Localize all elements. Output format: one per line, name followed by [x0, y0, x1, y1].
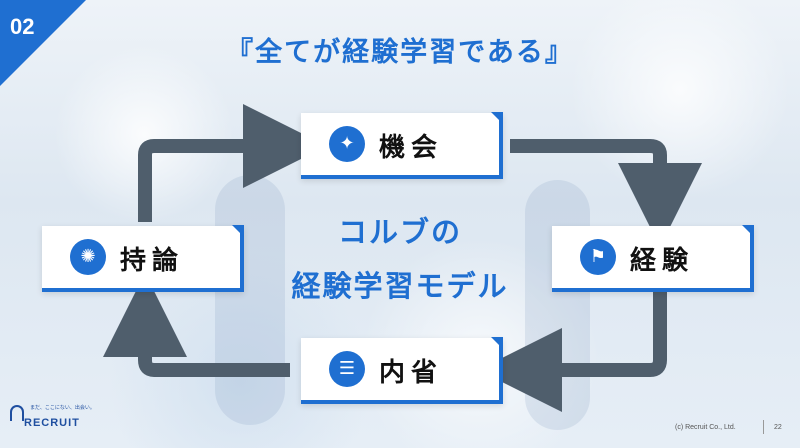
footer-divider	[763, 420, 764, 434]
recruit-logo: RECRUIT	[24, 417, 80, 429]
cycle-card-experience: ⚑ 経験	[552, 225, 754, 292]
arrow-right-to-bottom	[478, 290, 667, 412]
section-number: 02	[10, 14, 35, 39]
model-title-line1: コルブの	[337, 215, 462, 249]
card-label: 経験	[630, 246, 695, 276]
slide-title: 『全てが経験学習である』	[226, 37, 574, 68]
arrow-bottom-to-left	[103, 273, 290, 377]
arrow-left-to-top	[138, 104, 327, 222]
model-title-line2: 経験学習モデル	[291, 269, 509, 303]
head-thinking-icon: ☰	[329, 351, 365, 387]
model-title: コルブの 経験学習モデル	[260, 205, 540, 313]
section-corner-badge	[0, 0, 86, 86]
cycle-card-opportunity: ✦ 機会	[301, 112, 503, 179]
head-lightbulb-icon: ✺	[70, 239, 106, 275]
person-silhouette-left	[215, 175, 285, 425]
arrow-top-to-right	[510, 139, 702, 247]
flag-icon: ⚑	[580, 239, 616, 275]
copyright: (c) Recruit Co., Ltd.	[675, 424, 736, 431]
card-label: 機会	[379, 133, 444, 163]
page-number: 22	[774, 424, 782, 431]
recruit-tagline: まだ、ここにない、出会い。	[30, 405, 95, 411]
recruit-logo-icon	[10, 405, 24, 421]
cycle-card-reflection: ☰ 内省	[301, 337, 503, 404]
card-label: 内省	[379, 358, 444, 388]
cycle-card-theory: ✺ 持論	[42, 225, 244, 292]
card-label: 持論	[120, 246, 185, 276]
hand-star-icon: ✦	[329, 126, 365, 162]
